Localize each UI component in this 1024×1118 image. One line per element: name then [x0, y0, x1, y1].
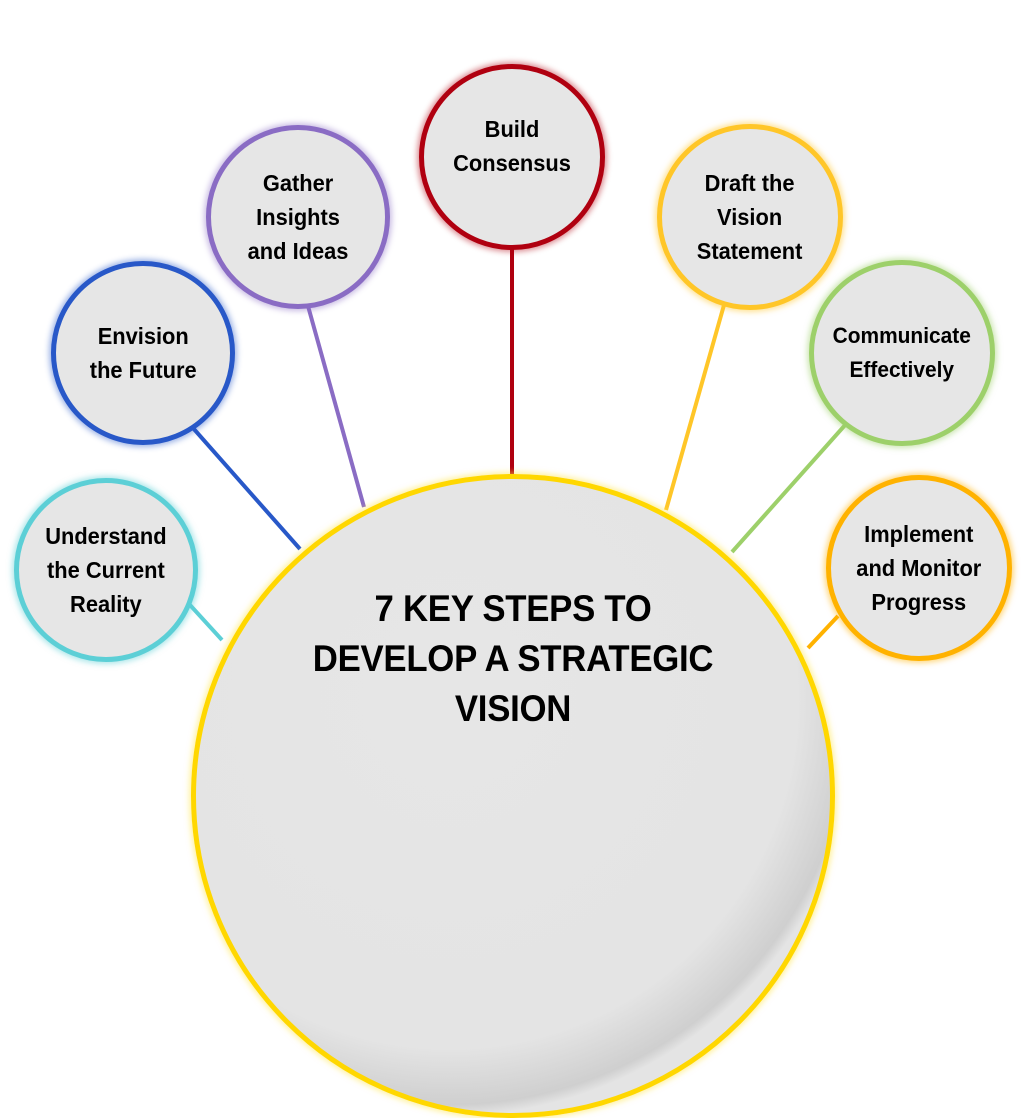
- step-node-draft-vision-statement[interactable]: Draft the Vision Statement: [657, 124, 843, 310]
- connector-implement: [806, 614, 840, 650]
- step-label: Communicate Effectively: [832, 323, 972, 382]
- step-label: Build Consensus: [453, 116, 571, 176]
- step-node-understand-current-reality[interactable]: Understand the Current Reality: [14, 478, 198, 662]
- step-node-envision-future[interactable]: Envision the Future: [51, 261, 235, 445]
- step-label: Understand the Current Reality: [45, 523, 167, 617]
- step-node-build-consensus[interactable]: Build Consensus: [419, 64, 605, 250]
- step-label: Envision the Future: [89, 323, 197, 383]
- title-line-3: VISION: [454, 688, 572, 729]
- step-label: Draft the Vision Statement: [697, 170, 803, 264]
- connector-gather: [306, 305, 366, 508]
- title-line-1: 7 KEY STEPS TO: [374, 588, 652, 629]
- step-node-communicate-effectively[interactable]: Communicate Effectively: [809, 260, 995, 446]
- strategic-vision-diagram: 7 KEY STEPS TO DEVELOP A STRATEGIC VISIO…: [14, 64, 1012, 1118]
- step-node-gather-insights[interactable]: Gather Insights and Ideas: [206, 125, 390, 309]
- connector-understand: [188, 603, 224, 642]
- step-label: Implement and Monitor Progress: [856, 521, 982, 615]
- step-label: Gather Insights and Ideas: [247, 170, 349, 264]
- diagram-title: 7 KEY STEPS TO DEVELOP A STRATEGIC VISIO…: [248, 584, 778, 734]
- connector-envision: [191, 426, 302, 551]
- connector-lines: [188, 245, 848, 650]
- step-node-implement-monitor-progress[interactable]: Implement and Monitor Progress: [826, 475, 1012, 661]
- title-line-2: DEVELOP A STRATEGIC: [312, 638, 714, 679]
- connector-communicate: [730, 422, 848, 554]
- central-hub-circle: [191, 474, 835, 1118]
- connector-draft: [664, 304, 726, 511]
